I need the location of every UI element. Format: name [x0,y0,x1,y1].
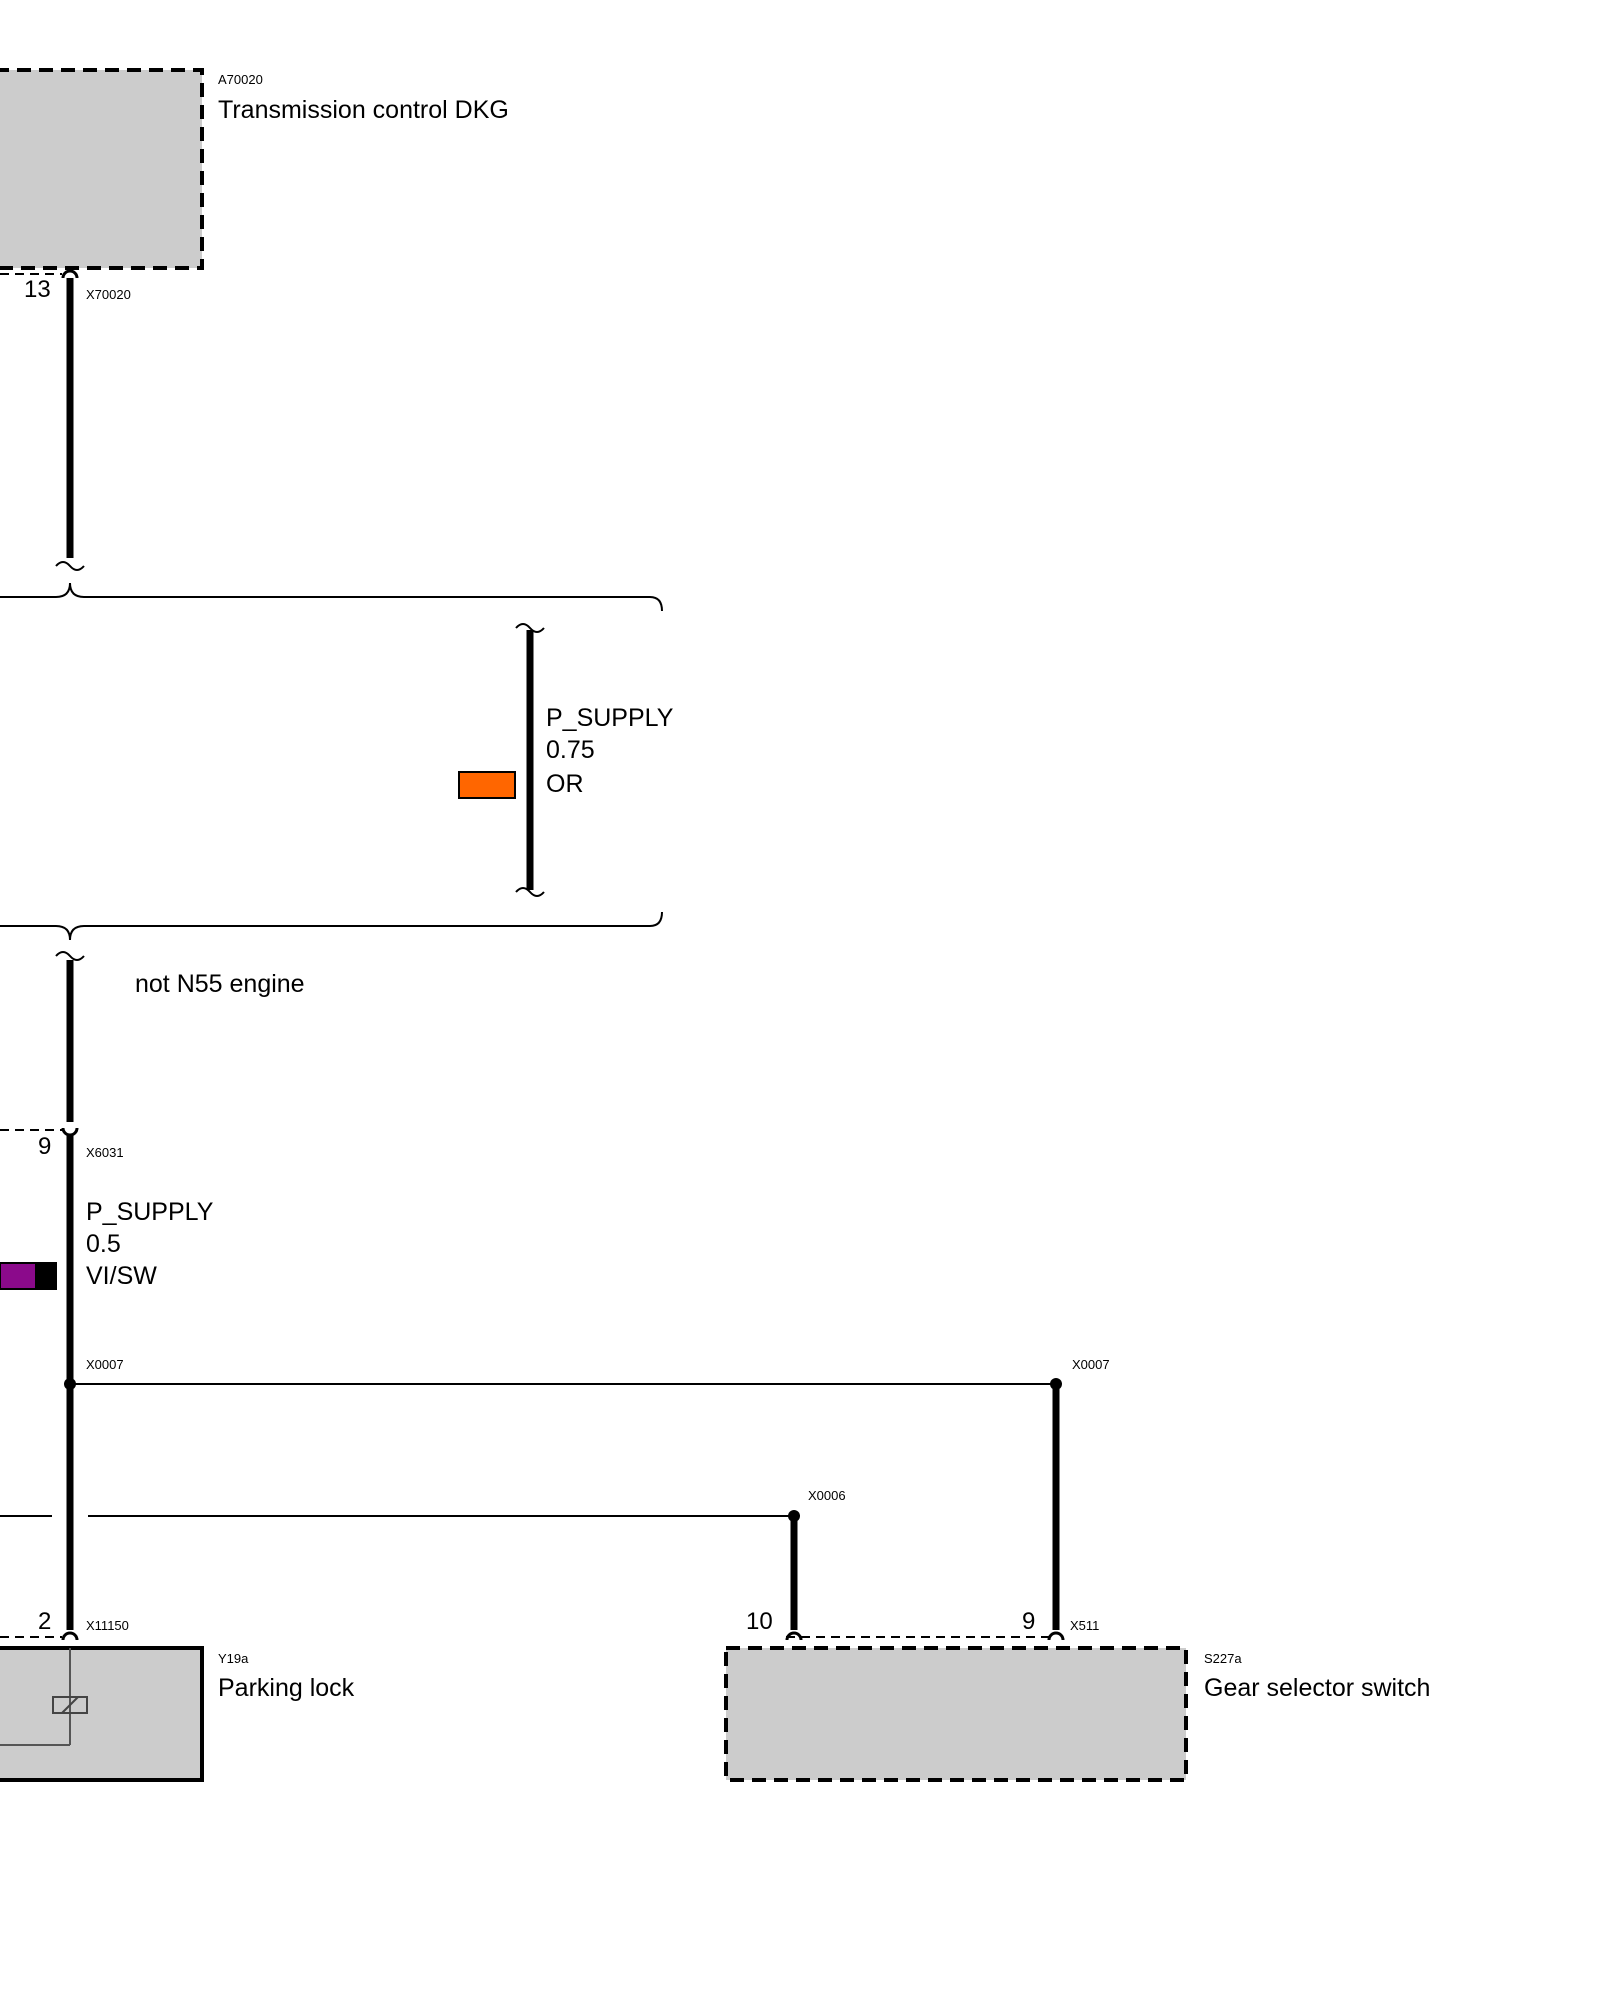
tcu-name: Transmission control DKG [218,96,509,124]
gear-selector-box[interactable] [724,1646,1188,1782]
variant-wire-gauge: 0.75 [546,736,595,764]
parking-lock-box[interactable] [0,1646,204,1782]
mid-connector-code: X6031 [86,1145,124,1160]
tcu-connector-pin [61,269,79,279]
main-wire-gauge: 0.5 [86,1230,121,1258]
upper-wire-break [55,561,85,571]
tcu-pin-number: 13 [24,276,51,303]
parking-lock-code: Y19a [218,1651,249,1666]
parking-lock-connector-code: X11150 [86,1618,129,1633]
parking-lock-connector-pin [61,1631,79,1641]
solenoid-icon-stroke [61,1696,79,1714]
solenoid-icon [52,1696,88,1714]
gear-selector-code: S227a [1204,1651,1242,1666]
mid-connector-pin-number: 9 [38,1133,52,1160]
main-wire-color-code: VI/SW [86,1262,157,1290]
parking-lock-pin-number: 2 [38,1608,52,1635]
selector-pin-a-number: 10 [746,1608,773,1635]
variant-wire-break-bottom [515,887,545,897]
parking-lock-name: Parking lock [218,1674,355,1702]
main-wire-color-swatch-vi [0,1262,37,1290]
splice-x0007-right-code: X0007 [1072,1357,1110,1372]
selector-connector-code: X511 [1070,1618,1100,1633]
variant-wire-break-top [515,623,545,633]
variant-wire-color-swatch [458,771,516,799]
tcu-box[interactable] [0,68,204,270]
variant-wire-signal: P_SUPPLY [546,704,674,732]
main-wire-signal: P_SUPPLY [86,1198,214,1226]
selector-connector-pin-b [1047,1631,1065,1641]
selector-pin-b-number: 9 [1022,1608,1036,1635]
mid-connector-pin [61,1127,79,1137]
splice-x0006-code: X0006 [808,1488,846,1503]
tcu-connector-code: X70020 [86,287,131,302]
tcu-code: A70020 [218,72,263,87]
splice-x0007-left-dot [64,1378,76,1390]
selector-connector-pin-a [785,1631,803,1641]
lower-wire-break [55,951,85,961]
variant-brace-bottom [0,911,663,941]
main-wire-color-swatch-sw [35,1262,57,1290]
variant-brace-top [0,582,663,612]
gear-selector-name: Gear selector switch [1204,1674,1431,1702]
variant-wire-color-code: OR [546,770,584,798]
variant-condition-note: not N55 engine [135,970,305,998]
splice-x0007-left-code: X0007 [86,1357,124,1372]
